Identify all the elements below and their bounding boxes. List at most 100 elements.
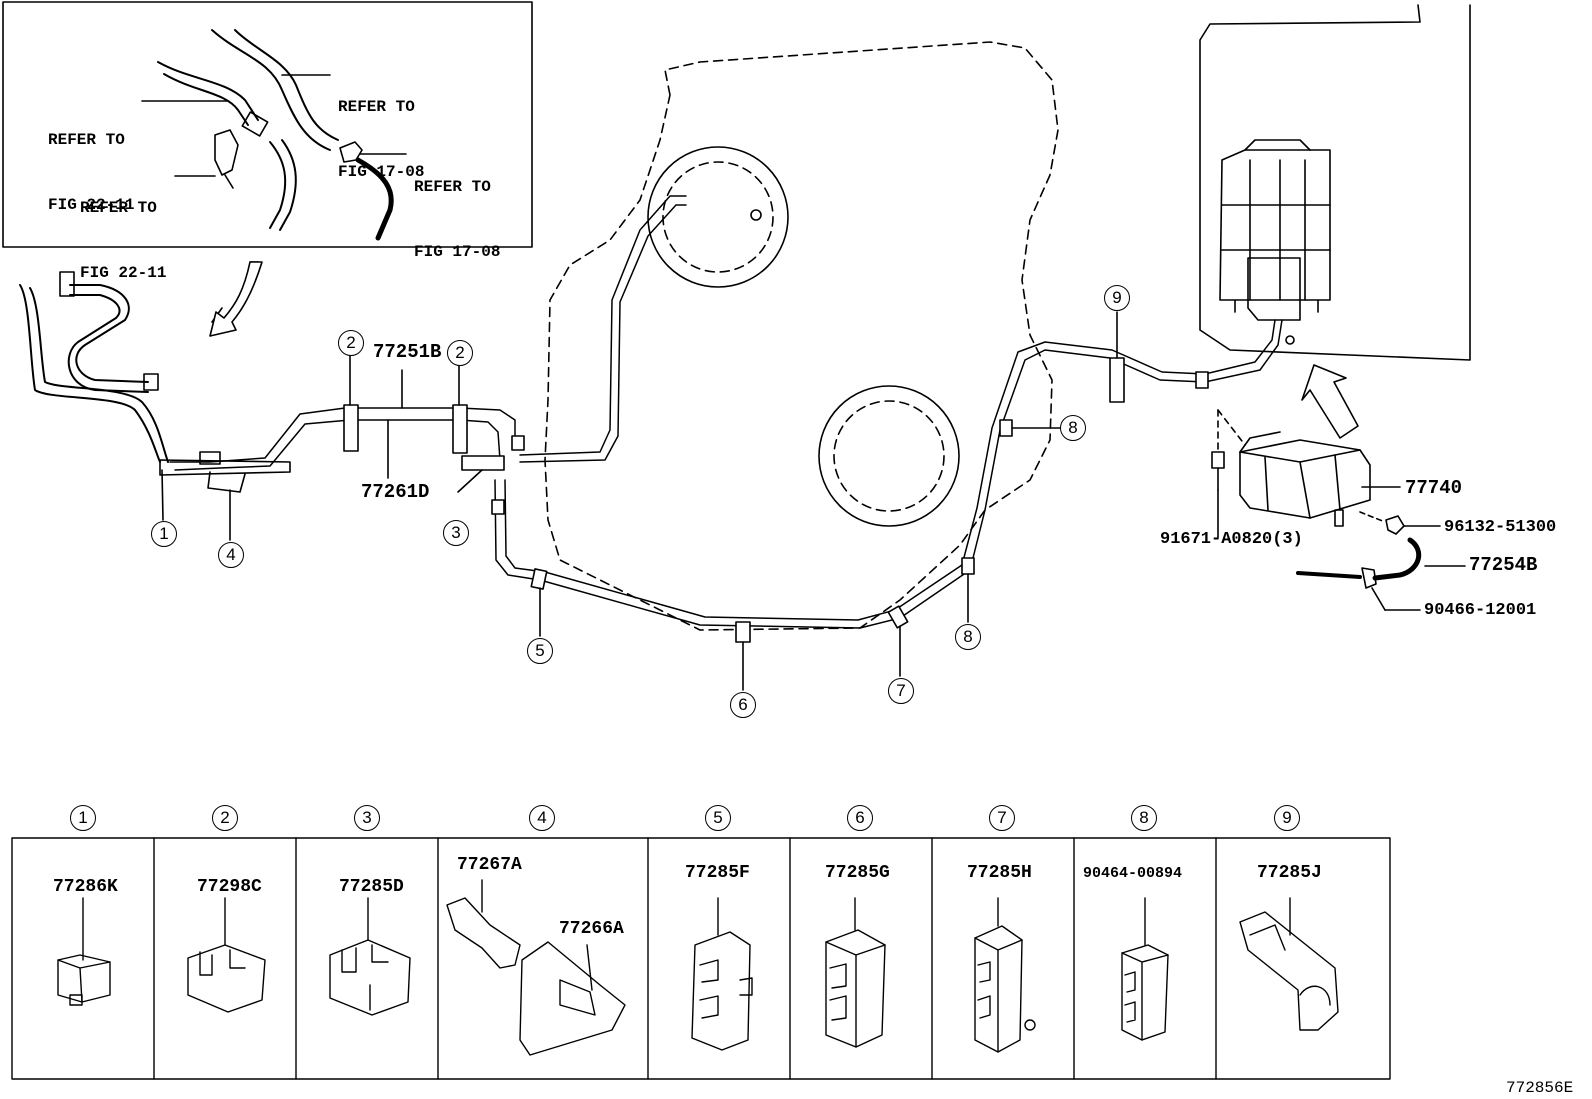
callout-2a: 2 <box>338 330 364 356</box>
inset-pipe-a <box>269 141 287 229</box>
bracket-4 <box>159 459 291 476</box>
inset-hose-1 <box>211 29 331 151</box>
canister-installed <box>1219 139 1331 345</box>
ref-label-fig17-08-b: REFER TO FIG 17-08 <box>414 134 500 285</box>
clip-sketch-5 <box>691 897 753 1051</box>
clip-sketch-1 <box>57 897 111 1006</box>
ref-d-line1: REFER TO <box>414 178 491 197</box>
clamp-96132 <box>1385 515 1405 535</box>
callout-2b: 2 <box>447 340 473 366</box>
callout-4: 4 <box>218 542 244 568</box>
hose-77254B <box>1372 537 1422 581</box>
inset-hose-2 <box>157 61 259 121</box>
clip-7 <box>887 605 909 629</box>
connector-tank <box>511 435 525 451</box>
ref-label-fig22-11-a: REFER TO FIG 22-11 <box>48 87 134 238</box>
clip-part-77285F: 77285F <box>685 863 750 883</box>
inset-hose-3 <box>355 157 394 241</box>
clip-part-77285H: 77285H <box>967 863 1032 883</box>
callout-6: 6 <box>730 692 756 718</box>
clip-sketch-7 <box>974 897 1036 1053</box>
clip-sketch-4b <box>519 941 626 1056</box>
bolt <box>1211 451 1225 491</box>
clip-part-77285J: 77285J <box>1257 863 1322 883</box>
clip-part-77285G: 77285G <box>825 863 890 883</box>
clip-9 <box>1109 357 1125 403</box>
tank-gauge-inner <box>662 161 774 273</box>
left-hose-1 <box>19 284 161 463</box>
ref-label-fig22-11-b: REFER TO FIG 22-11 <box>80 155 166 306</box>
part-label-77261D: 77261D <box>361 481 430 503</box>
table-num-9: 9 <box>1274 805 1300 831</box>
clip-5 <box>530 568 548 590</box>
table-num-8: 8 <box>1131 805 1157 831</box>
ref-b-line1: REFER TO <box>48 131 125 150</box>
tank-pump-inner <box>833 400 945 512</box>
part-label-96132-51300: 96132-51300 <box>1444 518 1557 537</box>
clip-table-grid <box>11 837 1391 1080</box>
inset-hose-1b <box>234 29 339 141</box>
part-label-90466-12001: 90466-12001 <box>1424 601 1537 620</box>
table-num-5: 5 <box>705 805 731 831</box>
clip-part-90464-00894: 90464-00894 <box>1083 865 1183 882</box>
clamp-90466 <box>1361 567 1377 589</box>
clip-2b <box>452 404 468 454</box>
hose-lower <box>1296 571 1362 579</box>
part-label-77251B: 77251B <box>373 341 442 363</box>
clip-sketch-8 <box>1121 897 1169 1041</box>
inset-connector-1 <box>241 111 269 137</box>
clip-part-77298C: 77298C <box>197 877 262 897</box>
clip-part-77267A: 77267A <box>457 855 522 875</box>
part-label-77740: 77740 <box>1405 477 1463 499</box>
clip-sketch-6 <box>825 897 886 1048</box>
table-num-4: 4 <box>529 805 555 831</box>
clip-sketch-3 <box>329 897 411 1016</box>
left-hose-2 <box>69 284 149 383</box>
vehicle-panel <box>1199 4 1471 361</box>
clip-part-77266A: 77266A <box>559 919 624 939</box>
clip-sketch-4a <box>446 879 521 969</box>
vapor-lines <box>169 195 1283 629</box>
install-arrow <box>1301 364 1359 439</box>
ref-a-line1: REFER TO <box>338 98 415 117</box>
ref-d-line2: FIG 17-08 <box>414 242 501 261</box>
clip-3 <box>461 455 505 471</box>
part-label-91671-A0820: 91671-A0820(3) <box>1160 530 1303 549</box>
tank-gauge-outer <box>647 146 789 288</box>
inset-pipe-a2 <box>279 139 297 231</box>
clip-8a <box>999 419 1013 437</box>
callout-5: 5 <box>527 638 553 664</box>
part-label-77254B: 77254B <box>1469 554 1538 576</box>
tank-pump-outer <box>818 385 960 527</box>
callout-8a: 8 <box>1060 415 1086 441</box>
table-num-7: 7 <box>989 805 1015 831</box>
clip-6 <box>735 621 751 643</box>
hose-joint <box>1195 371 1209 389</box>
table-num-3: 3 <box>354 805 380 831</box>
ref-a-line2: FIG 17-08 <box>338 162 425 181</box>
ref-label-fig17-08-a: REFER TO FIG 17-08 <box>338 54 424 205</box>
callout-7: 7 <box>888 678 914 704</box>
clip-part-77285D: 77285D <box>339 877 404 897</box>
ref-c-line2: FIG 22-11 <box>80 263 167 282</box>
inset-clamp <box>339 141 363 163</box>
clip-2a <box>343 404 359 452</box>
canister-assembly <box>1239 431 1371 527</box>
callout-1: 1 <box>151 521 177 547</box>
clip-8b <box>961 557 975 575</box>
ref-c-line1: REFER TO <box>80 199 157 218</box>
table-num-1: 1 <box>70 805 96 831</box>
callout-8b: 8 <box>955 624 981 650</box>
connector-line <box>491 499 505 515</box>
fuel-tank-outline <box>544 41 1059 631</box>
inset-frame <box>2 1 533 248</box>
ref-b-line2: FIG 22-11 <box>48 195 135 214</box>
figure-code: 772856E <box>1506 1079 1574 1097</box>
clip-part-77286K: 77286K <box>53 877 118 897</box>
clip-sketch-2 <box>187 897 266 1013</box>
inset-hose-2b <box>163 73 249 126</box>
inset-valve <box>214 129 239 176</box>
clip-sketch-9 <box>1239 897 1339 1031</box>
